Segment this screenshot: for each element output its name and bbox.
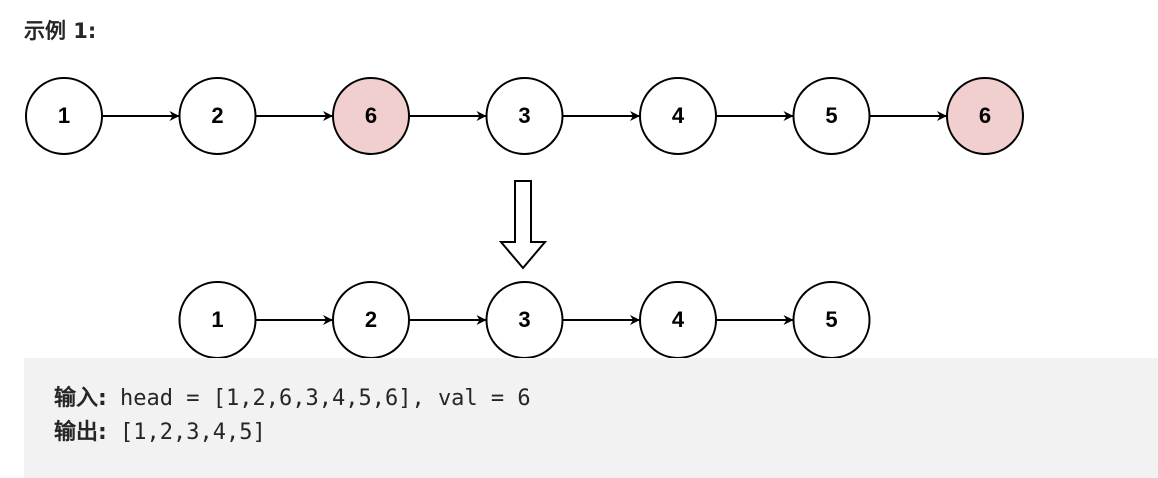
before-node-circle <box>792 77 871 155</box>
after-node-4: 4 <box>639 281 717 359</box>
transform-arrow <box>498 180 548 270</box>
after-node-label: 2 <box>365 307 377 332</box>
before-node-label: 3 <box>518 103 530 128</box>
example-title: 示例 1: <box>24 19 97 43</box>
before-node-3: 6 <box>332 77 410 155</box>
before-node-label: 2 <box>211 103 223 128</box>
before-node-4: 3 <box>485 77 564 155</box>
before-node-2: 2 <box>178 77 257 155</box>
before-node-label: 4 <box>672 103 685 128</box>
input-value: head = [1,2,6,3,4,5,6], val = 6 <box>106 386 531 411</box>
after-node-label: 1 <box>211 307 223 332</box>
before-node-label: 6 <box>979 103 991 128</box>
output-line: 输出: [1,2,3,4,5] <box>54 416 1158 450</box>
before-node-1: 1 <box>25 77 103 155</box>
after-node-5: 5 <box>792 281 871 359</box>
after-node-2: 2 <box>332 281 410 359</box>
output-label: 输出: <box>54 420 107 445</box>
after-node-label: 4 <box>672 307 685 332</box>
linked-list-diagram: 1 2 6 3 4 5 6 1 2 3 4 5 <box>25 77 1024 359</box>
original-list: 1 2 6 3 4 5 6 <box>25 77 1024 155</box>
input-label: 输入: <box>54 386 107 411</box>
before-node-circle <box>332 77 410 155</box>
after-node-1: 1 <box>178 281 257 359</box>
before-node-circle <box>639 77 717 155</box>
before-node-5: 4 <box>639 77 717 155</box>
before-node-label: 1 <box>58 103 70 128</box>
result-list: 1 2 3 4 5 <box>178 281 871 359</box>
before-node-label: 5 <box>825 103 837 128</box>
input-line: 输入: head = [1,2,6,3,4,5,6], val = 6 <box>54 382 1158 416</box>
before-node-circle <box>178 77 257 155</box>
before-node-circle <box>485 77 564 155</box>
before-node-circle <box>25 77 103 155</box>
after-node-3: 3 <box>485 281 564 359</box>
before-node-6: 5 <box>792 77 871 155</box>
io-block: 输入: head = [1,2,6,3,4,5,6], val = 6 输出: … <box>24 358 1158 478</box>
before-node-7: 6 <box>946 77 1024 155</box>
before-node-circle <box>946 77 1024 155</box>
before-node-label: 6 <box>365 103 377 128</box>
output-value: [1,2,3,4,5] <box>106 420 266 445</box>
after-node-label: 3 <box>518 307 530 332</box>
after-node-label: 5 <box>825 307 837 332</box>
